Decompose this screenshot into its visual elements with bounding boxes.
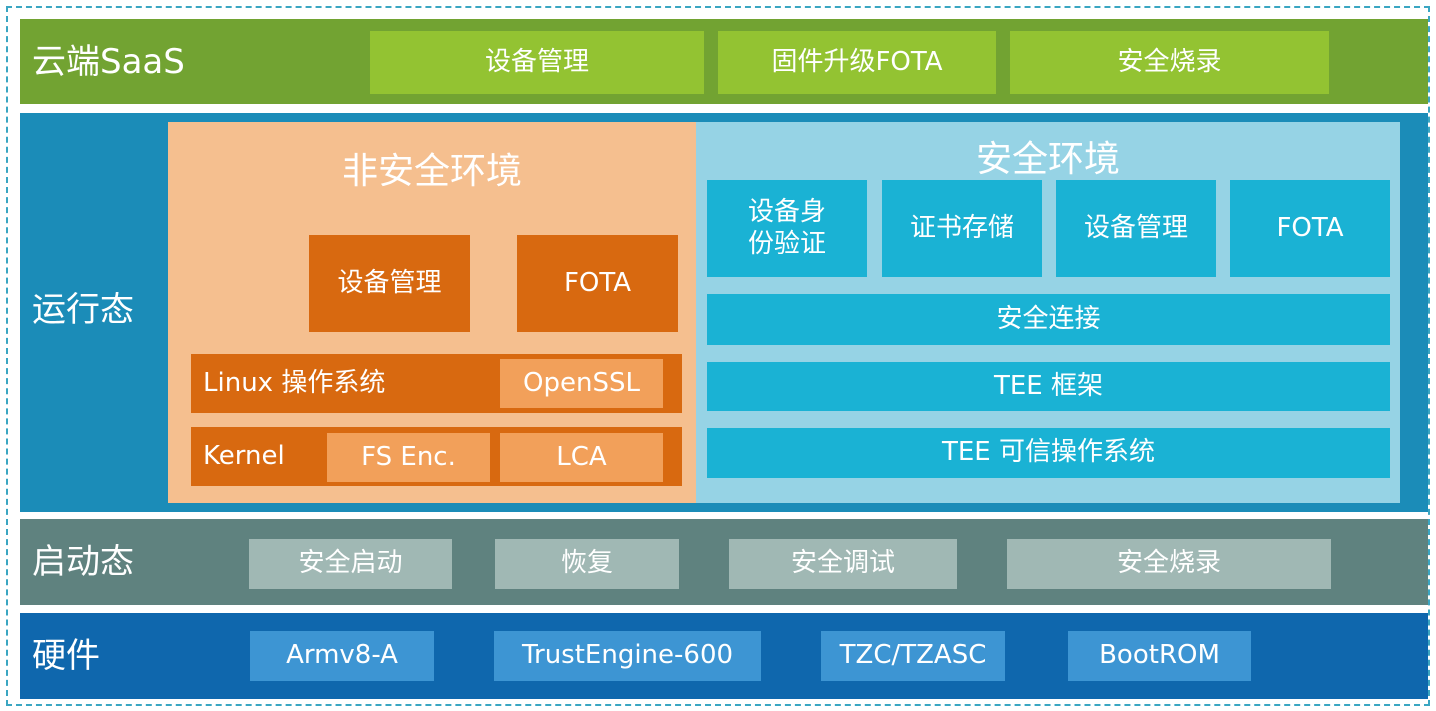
secure-environment-title: 安全环境 — [975, 139, 1120, 180]
non-secure-environment: 非安全环境 设备管理 FOTA Linux 操作系统 OpenSSL Kerne… — [168, 122, 696, 503]
runtime-layer-title: 运行态 — [32, 290, 134, 330]
kernel-label: Kernel — [203, 440, 285, 471]
linux-os-label: Linux 操作系统 — [203, 367, 386, 398]
diagram-border — [6, 6, 1430, 706]
s-fota-box: FOTA — [1230, 180, 1390, 277]
secure-debug-box: 安全调试 — [729, 539, 957, 589]
boot-layer: 启动态 安全启动 恢复 安全调试 安全烧录 — [20, 519, 1428, 605]
cloud-layer-title: 云端SaaS — [32, 42, 185, 82]
cloud-device-management-box: 设备管理 — [370, 31, 704, 94]
hardware-layer-title: 硬件 — [32, 636, 100, 676]
lca-box: LCA — [500, 433, 663, 482]
secure-environment: 安全环境 设备身份验证 证书存储 设备管理 FOTA 安全连接 TEE 框架 T… — [696, 122, 1400, 503]
boot-secure-flashing-box: 安全烧录 — [1007, 539, 1331, 589]
ns-device-management-box: 设备管理 — [309, 235, 470, 332]
non-secure-environment-title: 非安全环境 — [341, 151, 522, 192]
s-certificate-storage-box: 证书存储 — [882, 180, 1042, 277]
runtime-layer: 运行态 非安全环境 设备管理 FOTA Linux 操作系统 OpenSSL K… — [20, 113, 1428, 512]
cloud-saas-layer: 云端SaaS 设备管理 固件升级FOTA 安全烧录 — [20, 19, 1428, 104]
trustengine-box: TrustEngine-600 — [494, 631, 761, 681]
hardware-layer: 硬件 Armv8-A TrustEngine-600 TZC/TZASC Boo… — [20, 613, 1428, 699]
s-device-identity-auth-box: 设备身份验证 — [707, 180, 867, 277]
tzc-tzasc-box: TZC/TZASC — [821, 631, 1005, 681]
ns-fota-box: FOTA — [517, 235, 678, 332]
bootrom-box: BootROM — [1068, 631, 1251, 681]
s-device-management-box: 设备管理 — [1056, 180, 1216, 277]
tee-framework-box: TEE 框架 — [707, 362, 1390, 411]
tee-trusted-os-box: TEE 可信操作系统 — [707, 428, 1390, 478]
cloud-secure-flashing-box: 安全烧录 — [1010, 31, 1329, 94]
fs-enc-box: FS Enc. — [327, 433, 490, 482]
boot-layer-title: 启动态 — [32, 542, 134, 582]
secure-connection-box: 安全连接 — [707, 294, 1390, 345]
armv8a-box: Armv8-A — [250, 631, 434, 681]
openssl-box: OpenSSL — [500, 359, 663, 408]
secure-boot-box: 安全启动 — [249, 539, 452, 589]
cloud-fota-box: 固件升级FOTA — [718, 31, 996, 94]
recovery-box: 恢复 — [495, 539, 679, 589]
